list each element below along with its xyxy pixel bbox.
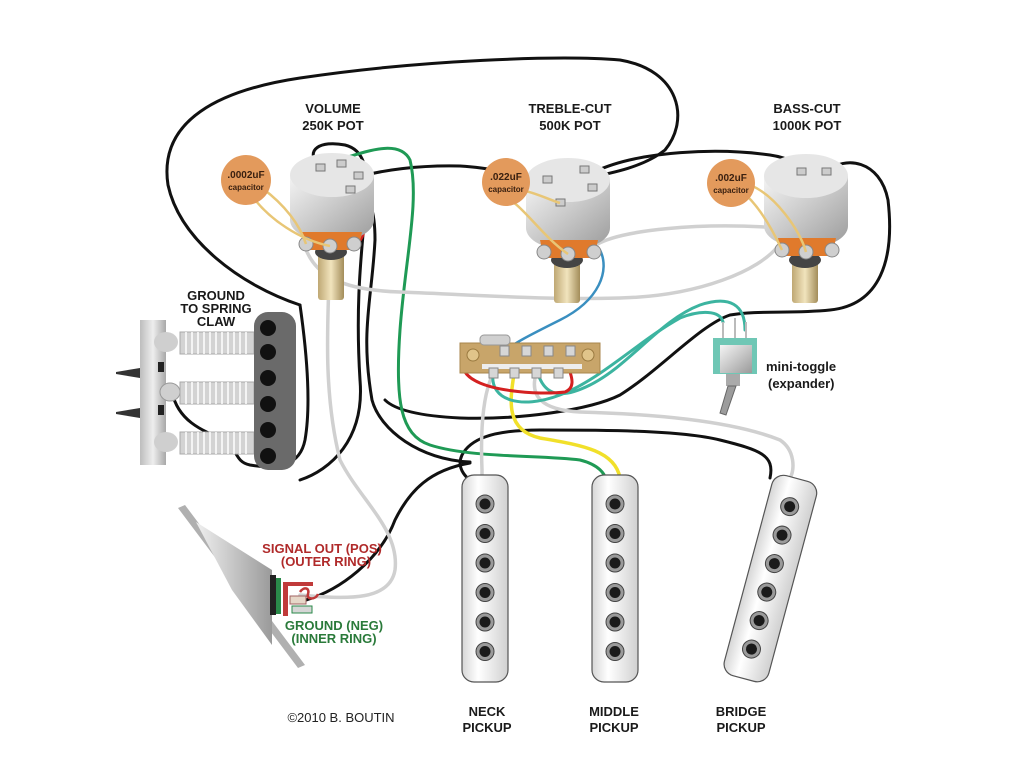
pole-piece-center bbox=[609, 646, 621, 657]
pole-piece-center bbox=[479, 587, 491, 598]
five-way-switch bbox=[459, 334, 601, 379]
bridge-pickup-label-line1: BRIDGE bbox=[716, 704, 767, 719]
pole-piece-center bbox=[761, 586, 773, 598]
jack-signal-line1: SIGNAL OUT (POS) bbox=[262, 541, 382, 556]
capacitor-treble: .022uF capacitor bbox=[482, 158, 530, 206]
ground-label-line1: GROUND bbox=[187, 288, 245, 303]
capacitor-bass: .002uF capacitor bbox=[707, 159, 755, 207]
wire-black-volume-down bbox=[353, 190, 472, 464]
jack-ground-line1: GROUND (NEG) bbox=[285, 618, 383, 633]
capacitor-value: .002uF bbox=[715, 173, 747, 184]
capacitor-volume: .0002uF capacitor bbox=[221, 155, 271, 205]
capacitor-word: capacitor bbox=[713, 186, 749, 195]
neck-pickup-label-line1: NECK bbox=[469, 704, 506, 719]
volume-pot bbox=[290, 153, 374, 300]
ground-label-line2: TO SPRING bbox=[180, 301, 251, 316]
middle-pickup-label-line1: MIDDLE bbox=[589, 704, 639, 719]
pole-piece-center bbox=[753, 615, 765, 627]
mini-toggle bbox=[713, 318, 757, 416]
pole-piece-center bbox=[479, 557, 491, 569]
wire-white-bridge bbox=[532, 372, 795, 480]
pole-piece-center bbox=[784, 501, 796, 513]
treble-pot-label-line2: 500K POT bbox=[539, 118, 600, 133]
wire-black-jack bbox=[304, 461, 472, 602]
pole-piece-center bbox=[609, 616, 621, 628]
neck-pickup bbox=[461, 474, 509, 683]
bass-pot bbox=[764, 154, 848, 303]
bridge-pickup bbox=[723, 474, 818, 683]
pole-piece-center bbox=[609, 528, 621, 539]
wire-green bbox=[343, 146, 607, 480]
wire-teal-1 bbox=[491, 311, 725, 404]
pole-piece-center bbox=[776, 529, 788, 541]
wire-black-bridge bbox=[458, 428, 773, 482]
pole-piece-center bbox=[609, 557, 621, 569]
wire-white-neck bbox=[479, 372, 495, 480]
treble-pot bbox=[526, 158, 610, 303]
pole-piece-center bbox=[479, 616, 491, 628]
neck-pickup-label-line2: PICKUP bbox=[462, 720, 511, 735]
pole-piece-center bbox=[609, 498, 621, 510]
bass-pot-label-line2: 1000K POT bbox=[773, 118, 842, 133]
ground-label-line3: CLAW bbox=[197, 314, 236, 329]
wire-black-top-loop bbox=[165, 56, 680, 307]
wire-white-volume-bass bbox=[303, 244, 780, 301]
treble-pot-label-line1: TREBLE-CUT bbox=[528, 101, 611, 116]
pole-piece-center bbox=[479, 498, 491, 510]
jack-signal-line2: (OUTER RING) bbox=[281, 554, 371, 569]
bass-pot-label-line1: BASS-CUT bbox=[773, 101, 840, 116]
pole-piece-center bbox=[768, 558, 780, 570]
output-jack bbox=[178, 505, 320, 668]
middle-pickup-label-line2: PICKUP bbox=[589, 720, 638, 735]
volume-pot-label-line1: VOLUME bbox=[305, 101, 361, 116]
capacitor-word: capacitor bbox=[228, 183, 264, 192]
capacitor-value: .0002uF bbox=[227, 170, 264, 181]
pole-piece-center bbox=[609, 587, 621, 598]
pole-piece-center bbox=[479, 528, 491, 539]
wire-white-volume-jack bbox=[298, 238, 398, 600]
copyright-text: ©2010 B. BOUTIN bbox=[287, 710, 394, 725]
spring-claw bbox=[116, 312, 296, 470]
capacitor-word: capacitor bbox=[488, 185, 524, 194]
bridge-pickup-label-line2: PICKUP bbox=[716, 720, 765, 735]
wire-yellow bbox=[509, 372, 622, 480]
pole-piece-center bbox=[745, 643, 757, 655]
middle-pickup bbox=[591, 474, 639, 683]
capacitor-value: .022uF bbox=[490, 172, 522, 183]
toggle-label-line1: mini-toggle bbox=[766, 359, 836, 374]
pole-piece-center bbox=[479, 646, 491, 657]
jack-ground-line2: (INNER RING) bbox=[291, 631, 376, 646]
volume-pot-label-line2: 250K POT bbox=[302, 118, 363, 133]
toggle-label-line2: (expander) bbox=[768, 376, 834, 391]
